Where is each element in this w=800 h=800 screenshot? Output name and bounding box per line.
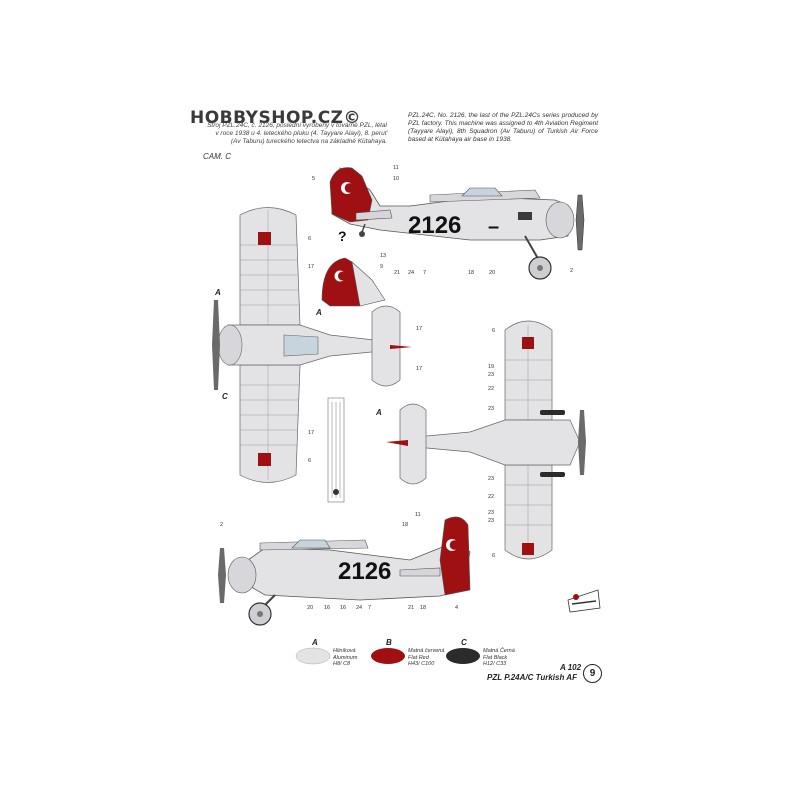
maker-logo: [567, 589, 601, 613]
callout: 23: [488, 372, 495, 378]
callout: 24: [356, 605, 363, 611]
callout: 23: [488, 518, 495, 524]
question-mark: ?: [338, 228, 347, 244]
callout: 9: [380, 264, 384, 270]
callout: 17: [308, 430, 315, 436]
callout: 6: [492, 328, 496, 334]
marker-a-bottom: A: [376, 408, 382, 417]
side-profile-top: 2126 –: [329, 167, 585, 280]
callout: 17: [416, 366, 423, 372]
callout: 24: [408, 270, 415, 276]
swatch-red: [371, 648, 405, 664]
czech-description: Stroj PZL.24C, č. 2126, poslední vyroben…: [207, 122, 387, 145]
callout: 18: [420, 605, 427, 611]
bottom-view: [386, 320, 586, 560]
side-serial-bottom: 2126: [338, 558, 391, 585]
callout: 6: [308, 458, 312, 464]
watermark-text: HOBBYSHOP.CZ©: [190, 108, 361, 128]
callout: 13: [380, 253, 387, 259]
side-serial-top: 2126: [408, 212, 461, 239]
legend-letter-c: C: [461, 638, 467, 647]
callout: 16: [340, 605, 347, 611]
callout: 21: [408, 605, 415, 611]
callout: 19: [488, 364, 495, 370]
callout: 17: [308, 264, 315, 270]
kit-title: PZL P.24A/C Turkish AF: [487, 673, 577, 682]
callout: 4: [455, 605, 459, 611]
callout: 6: [492, 553, 496, 559]
marker-a-top: A: [215, 288, 221, 297]
callout: 2: [570, 268, 574, 274]
callout: 20: [489, 270, 496, 276]
callout: 16: [324, 605, 331, 611]
callout: 23: [488, 476, 495, 482]
legend-letter-b: B: [386, 638, 392, 647]
alt-tail-variant: [260, 227, 386, 307]
swatch-black: [446, 648, 480, 664]
legend-letter-a: A: [312, 638, 318, 647]
callout: 20: [307, 605, 314, 611]
callout: 18: [402, 522, 409, 528]
callout: 23: [488, 510, 495, 516]
info-stamp: [327, 397, 345, 503]
callout: 10: [393, 176, 400, 182]
page-number: 9: [583, 664, 602, 683]
callout: 5: [312, 176, 316, 182]
callout: 6: [308, 236, 312, 242]
callout: 22: [488, 494, 495, 500]
top-view: [212, 207, 412, 483]
callout: 7: [423, 270, 427, 276]
callout: 23: [488, 406, 495, 412]
callout: 7: [368, 605, 372, 611]
callout: 22: [488, 386, 495, 392]
callout: 11: [415, 512, 421, 518]
swatch-aluminum: [295, 647, 331, 665]
callout: 17: [416, 326, 423, 332]
callout: 2: [220, 522, 224, 528]
side-profile-bottom: 2126: [218, 516, 471, 626]
callout: 21: [394, 270, 401, 276]
english-description: PZL.24C, No. 2126, the last of the PZL.2…: [408, 112, 598, 143]
kit-code: A 102: [560, 663, 582, 672]
marker-c-top: C: [222, 392, 228, 401]
marker-a-inner: A: [316, 308, 322, 317]
callout: 18: [468, 270, 475, 276]
callout: 11: [393, 165, 399, 171]
camouflage-label: CAM. C: [203, 152, 231, 161]
side-dash-top: –: [488, 216, 499, 238]
